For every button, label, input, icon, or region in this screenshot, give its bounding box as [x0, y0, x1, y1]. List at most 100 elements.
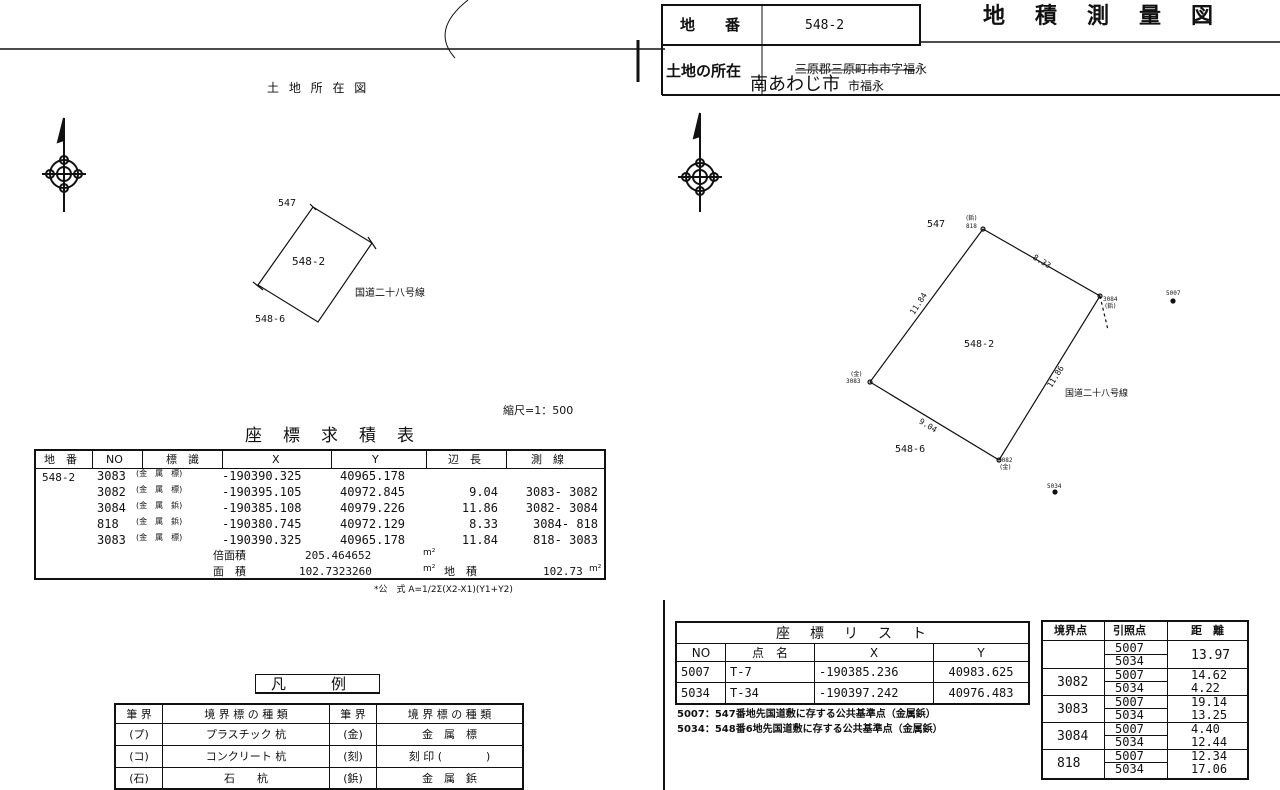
col-mark: 標 識 — [166, 453, 199, 466]
chiseki-label: 地 積 — [444, 565, 477, 578]
coord-no: 5007 — [675, 661, 726, 683]
legend-cell: (金) — [329, 722, 377, 746]
reference-point: 5007 — [1115, 668, 1144, 682]
coord-x: -190385.236 — [814, 661, 934, 683]
coord-list-title: 座 標 リ ス ト — [675, 621, 1030, 644]
col-x: X — [272, 453, 280, 466]
area-table-title: 座 標 求 積 表 — [245, 426, 416, 446]
area-cell-x: -190390.325 — [222, 469, 302, 483]
distance-value: 19.14 — [1191, 695, 1228, 709]
area-cell-no: 3084 — [97, 501, 126, 515]
ref-divider — [1105, 654, 1167, 655]
coord-x: -190397.242 — [814, 682, 934, 704]
p5034-label: 5034 — [1047, 483, 1062, 490]
legend-h4: 境 界 標 の 種 類 — [376, 703, 524, 724]
unit-1: m² — [423, 548, 436, 558]
area-cell-no: 3082 — [97, 485, 126, 499]
p3084-mark: (鋲) — [1105, 303, 1116, 310]
survey-road-label: 国道二十八号線 — [1065, 389, 1129, 399]
legend-cell: 石 杭 — [162, 766, 330, 790]
table-row: 5007 T-7 -190385.236 40983.625 — [675, 661, 1030, 683]
p3082-mark: (金) — [1000, 464, 1011, 471]
coord-h-x: X — [814, 643, 934, 662]
coord-y: 40976.483 — [933, 682, 1030, 704]
location-new-suffix: 市福永 — [848, 79, 885, 93]
area-cell-mark: (金 属 標) — [136, 485, 183, 494]
area-cell-y: 40965.178 — [340, 469, 406, 483]
area-cell-y: 40972.129 — [340, 517, 406, 531]
p5007-label: 5007 — [1166, 290, 1181, 297]
unit-2: m² — [423, 564, 436, 574]
location-old: 三原郡三原町市市字福永 — [795, 62, 928, 76]
formula: *公 式 A=1/2Σ(X2-X1)(Y1+Y2) — [374, 585, 513, 595]
reference-point: 5007 — [1115, 722, 1144, 736]
boundary-point: 3084 — [1057, 729, 1089, 744]
dist-h-pt: 境界点 — [1054, 624, 1087, 637]
col-chiban: 地 番 — [44, 453, 77, 466]
col-line: 測 線 — [531, 453, 564, 466]
scale-label: 縮尺=1：500 — [503, 404, 574, 417]
p818-mark: (鋲) — [966, 215, 977, 222]
location-label: 土地の所在 — [666, 62, 742, 80]
double-area-label: 倍面積 — [213, 549, 246, 562]
reference-point: 5007 — [1115, 641, 1144, 655]
reference-point: 5034 — [1115, 735, 1144, 749]
coord-no: 5034 — [675, 682, 726, 704]
area-cell-x: -190380.745 — [222, 517, 302, 531]
p3082-label: 3082 — [998, 457, 1013, 464]
reference-point: 5034 — [1115, 681, 1144, 695]
area-cell-mark: (金 属 標) — [136, 469, 183, 478]
legend-cell: (プ) — [114, 722, 163, 746]
legend-title: 凡 例 — [271, 675, 347, 693]
area-cell-x: -190385.108 — [222, 501, 302, 515]
area-cell-no: 818 — [97, 517, 119, 531]
legend-cell: (石) — [114, 766, 163, 790]
reference-point: 5007 — [1115, 695, 1144, 709]
coord-note-2: 5034：548番6地先国道敷に存する公共基準点（金属鋲） — [677, 724, 943, 735]
legend-cell: 金 属 鋲 — [376, 766, 524, 790]
p3084-label: 3084 — [1103, 296, 1118, 303]
area-cell-x: -190390.325 — [222, 533, 302, 547]
area-cell-y: 40979.226 — [340, 501, 406, 515]
legend-h1: 筆 界 — [114, 703, 163, 724]
area-cell-line: 818- 3083 — [532, 533, 598, 547]
ref-divider — [1105, 708, 1167, 709]
double-area-value: 205.464652 — [305, 549, 372, 562]
location-map-title: 土 地 所 在 図 — [267, 81, 370, 95]
area-cell-no: 3083 — [97, 469, 126, 483]
survey-south-parcel: 548-6 — [895, 444, 926, 455]
area-value: 102.7323260 — [299, 565, 372, 578]
chiseki-value: 102.73 — [543, 565, 583, 578]
location-north-parcel: 547 — [278, 198, 297, 209]
dist-h-dist: 距 離 — [1191, 624, 1224, 637]
legend-h3: 筆 界 — [329, 703, 377, 724]
area-cell-no: 3083 — [97, 533, 126, 547]
table-row: 5034 T-34 -190397.242 40976.483 — [675, 682, 1030, 704]
coord-name: T-34 — [725, 682, 815, 704]
area-cell-len: 11.86 — [461, 501, 498, 515]
reference-point: 5007 — [1115, 749, 1144, 763]
ref-divider — [1105, 735, 1167, 736]
reference-point: 5034 — [1115, 654, 1144, 668]
row-divider — [1043, 749, 1247, 750]
distance-value: 13.97 — [1191, 648, 1231, 663]
area-cell-line: 3082- 3084 — [525, 501, 598, 515]
legend-cell: プラスチック 杭 — [162, 722, 330, 746]
legend-cell: 刻 印 ( ) — [376, 744, 524, 768]
col-y: Y — [372, 453, 379, 466]
area-cell-len: 9.04 — [469, 485, 498, 499]
coord-note-1: 5007：547番地先国道敷に存する公共基準点（金属鋲） — [677, 709, 936, 720]
legend-table: 筆 界 境 界 標 の 種 類 筆 界 境 界 標 の 種 類 (プ) プラスチ… — [114, 703, 524, 790]
coord-name: T-7 — [725, 661, 815, 683]
survey-parcel-label: 548-2 — [964, 339, 995, 350]
ref-divider — [1105, 681, 1167, 682]
distance-value: 12.44 — [1191, 735, 1228, 749]
p3083-label: 3083 — [846, 378, 861, 385]
north-arrow-right — [678, 112, 722, 212]
area-cell-x: -190395.105 — [222, 485, 302, 499]
coord-h-y: Y — [933, 643, 1030, 662]
row-divider — [1043, 695, 1247, 696]
row-divider — [1043, 722, 1247, 723]
